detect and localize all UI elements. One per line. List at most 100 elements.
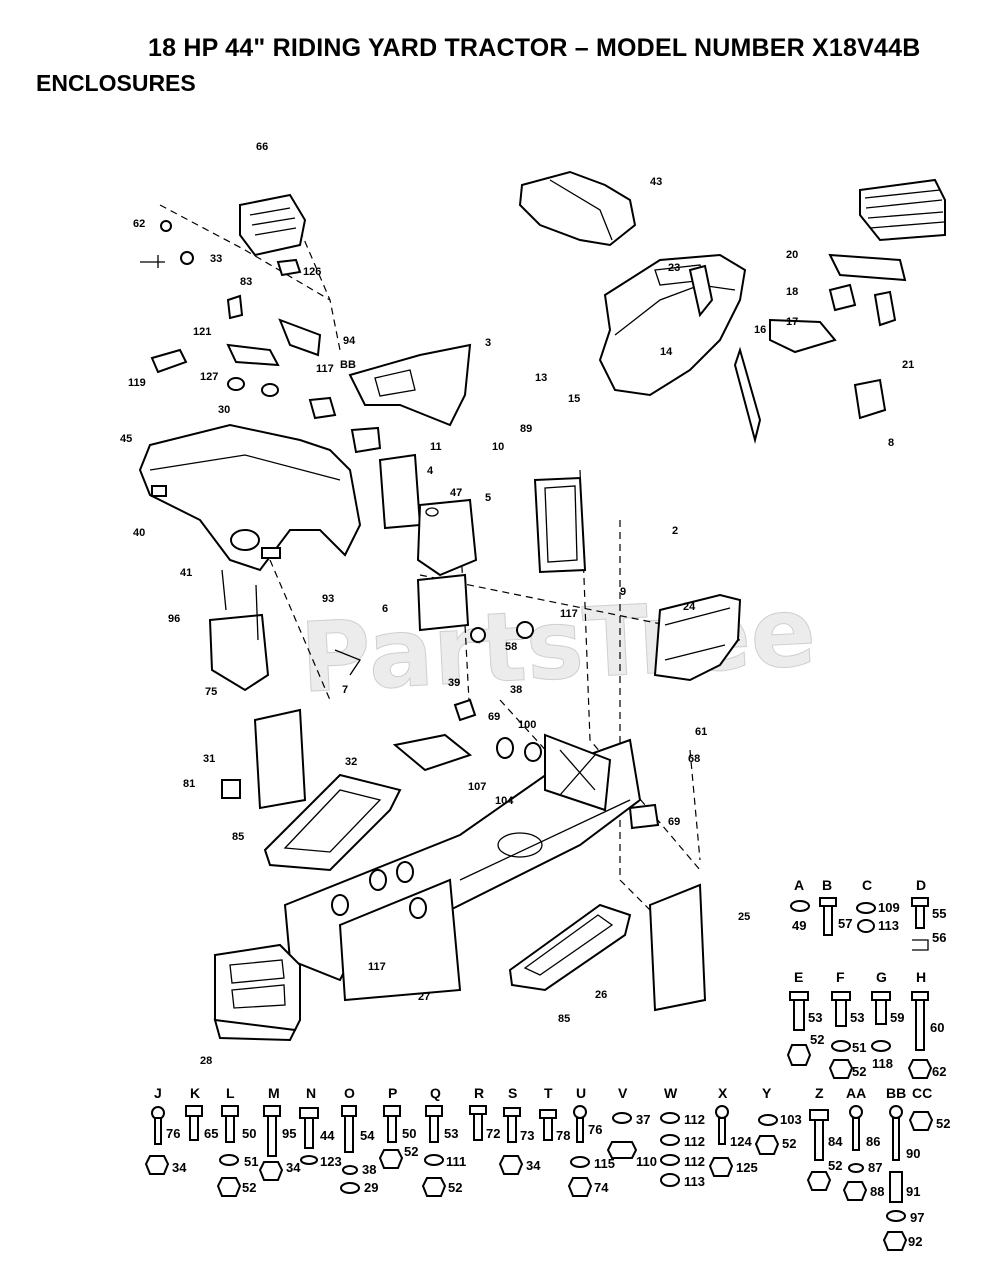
hw-c-p1: 113 [878, 918, 899, 933]
hw-u-letter: U [576, 1085, 586, 1101]
fender-3 [348, 343, 472, 530]
hw-w-p1: 112 [684, 1134, 705, 1149]
callout-81: 81 [183, 778, 195, 790]
hw-n-p3: 29 [364, 1180, 378, 1195]
callout-107: 107 [468, 781, 486, 793]
hw-s-letter: S [508, 1085, 517, 1101]
callout-27: 27 [418, 991, 430, 1003]
hw-n-p1: 123 [320, 1154, 342, 1169]
callout-96: 96 [168, 613, 180, 625]
callout-66: 66 [256, 141, 268, 153]
hw-e-p0: 53 [808, 1010, 822, 1025]
hw-v-letter: V [618, 1085, 628, 1101]
section-title: ENCLOSURES [36, 70, 196, 96]
hw-g-p0: 59 [890, 1010, 904, 1025]
hw-s-p1: 34 [526, 1158, 541, 1173]
hw-q-letter: Q [430, 1085, 441, 1101]
hw-bb-p1: 91 [906, 1184, 920, 1199]
callout-16: 16 [754, 324, 766, 336]
callout-117: 117 [316, 363, 334, 375]
callout-85: 85 [232, 831, 244, 843]
callout-9: 9 [620, 586, 626, 598]
callout-labels: 66 62 33 126 83 121 94 119 127 30 117 BB… [120, 141, 914, 1067]
callout-26: 26 [595, 989, 607, 1001]
hw-m-p0: 95 [282, 1126, 296, 1141]
hw-h-p1: 62 [932, 1064, 946, 1079]
callout-10: 10 [492, 441, 504, 453]
hardware-key: A 49 B 57 C 109 113 D 55 56 E 53 52 F 53… [786, 877, 946, 1079]
hw-k-letter: K [190, 1085, 200, 1101]
callout-117c: 117 [368, 961, 386, 973]
callout-28: 28 [200, 1055, 212, 1067]
callout-100: 100 [518, 719, 536, 731]
hw-d-letter: D [916, 877, 926, 893]
callout-4: 4 [427, 465, 434, 477]
rear-panel-28 [213, 943, 301, 1042]
hw-m-letter: M [268, 1085, 280, 1101]
hw-n-letter: N [306, 1085, 316, 1101]
hw-p-p1: 52 [404, 1144, 418, 1159]
alignment-lines [159, 204, 741, 961]
side-panel-25 [648, 883, 707, 1012]
hw-s-p0: 73 [520, 1128, 534, 1143]
callout-119: 119 [128, 377, 146, 389]
support-75 [208, 569, 534, 692]
hw-bb-p3: 92 [908, 1234, 922, 1249]
hw-j-letter: J [154, 1085, 162, 1101]
bumper-24 [653, 593, 742, 682]
seat-adjust-assembly [688, 178, 946, 420]
hw-p-p0: 50 [402, 1126, 416, 1141]
hw-x-letter: X [718, 1085, 728, 1101]
hw-m-p1: 34 [286, 1160, 301, 1175]
hw-bb-p0: 90 [906, 1146, 920, 1161]
hw-u-p0: 76 [588, 1122, 602, 1137]
callout-13: 13 [535, 372, 547, 384]
callout-25: 25 [738, 911, 750, 923]
hw-l-letter: L [226, 1085, 235, 1101]
hw-bb-p2: 97 [910, 1210, 924, 1225]
hw-aa-p2: 88 [870, 1184, 884, 1199]
callout-31: 31 [203, 753, 215, 765]
hw-f-letter: F [836, 969, 845, 985]
hw-t-letter: T [544, 1085, 553, 1101]
hw-t-p0: 78 [556, 1128, 570, 1143]
hw-c-letter: C [862, 877, 872, 893]
callout-127: 127 [200, 371, 218, 383]
callout-62: 62 [133, 218, 145, 230]
hw-cc-letter: CC [912, 1085, 932, 1101]
callout-89: 89 [520, 423, 532, 435]
hw-a-letter: A [794, 877, 804, 893]
hw-cc-p0: 52 [936, 1116, 950, 1131]
hw-p-letter: P [388, 1085, 397, 1101]
callout-15: 15 [568, 393, 580, 405]
hood-45 [138, 423, 362, 572]
hw-j-p0: 76 [166, 1126, 180, 1141]
callout-83: 83 [240, 276, 252, 288]
hw-d-p1: 56 [932, 930, 946, 945]
seat-43 [518, 170, 637, 247]
hw-f-p1: 51 [852, 1040, 866, 1055]
hw-h-letter: H [916, 969, 926, 985]
callout-17: 17 [786, 316, 798, 328]
hw-r-p0: 72 [486, 1126, 500, 1141]
hw-r-letter: R [474, 1085, 484, 1101]
hw-c-p0: 109 [878, 900, 900, 915]
page-title: 18 HP 44" RIDING YARD TRACTOR – MODEL NU… [148, 34, 921, 62]
callout-94: 94 [343, 335, 356, 347]
hw-z-p0: 84 [828, 1134, 843, 1149]
callout-68: 68 [688, 753, 700, 765]
callout-40: 40 [133, 527, 145, 539]
hw-a-p0: 49 [792, 918, 806, 933]
hw-l-p1: 51 [244, 1154, 258, 1169]
callout-41: 41 [180, 567, 192, 579]
hw-z-letter: Z [815, 1085, 824, 1101]
hw-z-p1: 52 [828, 1158, 842, 1173]
hw-b-letter: B [822, 877, 832, 893]
callout-104: 104 [495, 795, 514, 807]
dash-panel-5 [416, 476, 587, 632]
hardware-key-bottom: J 76 34 K 65 L 50 51 52 M 95 34 N 44 123… [144, 1085, 950, 1251]
hw-y-letter: Y [762, 1085, 772, 1101]
hood-15 [598, 253, 762, 444]
hw-x-p0: 124 [730, 1134, 752, 1149]
